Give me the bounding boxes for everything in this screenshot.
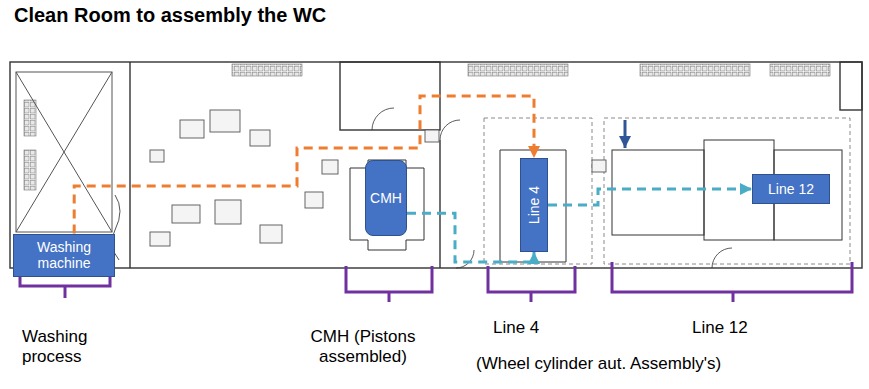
- flow-arrow: [624, 120, 627, 148]
- machine-outlines: [350, 140, 842, 262]
- area-note: (Wheel cylinder aut. Assembly's): [476, 354, 721, 374]
- diagram-title: Clean Room to assembly the WC: [14, 4, 326, 27]
- walls: [10, 62, 862, 268]
- flow-connector: [74, 96, 534, 234]
- brackets: [20, 262, 852, 302]
- flow-connector: [548, 189, 752, 205]
- line-box: Line 4: [520, 158, 548, 252]
- machine-box: Washing machine: [13, 234, 115, 277]
- hatched-benches: [24, 64, 830, 190]
- node-label: Line 12: [768, 181, 814, 197]
- node-label: Line 4: [526, 186, 542, 224]
- node-label: Washing machine: [14, 239, 114, 271]
- area-label: CMH (Pistons assembled): [300, 327, 426, 368]
- area-label: Washing process: [22, 327, 112, 368]
- washing-equipment: [16, 72, 120, 260]
- flow-connector: [407, 213, 534, 262]
- station-box: CMH: [365, 160, 407, 236]
- area-label: Line 12: [692, 318, 748, 338]
- region-outlines: [484, 118, 850, 264]
- line-box: Line 12: [752, 174, 830, 204]
- node-label: CMH: [370, 190, 402, 206]
- area-label: Line 4: [493, 318, 539, 338]
